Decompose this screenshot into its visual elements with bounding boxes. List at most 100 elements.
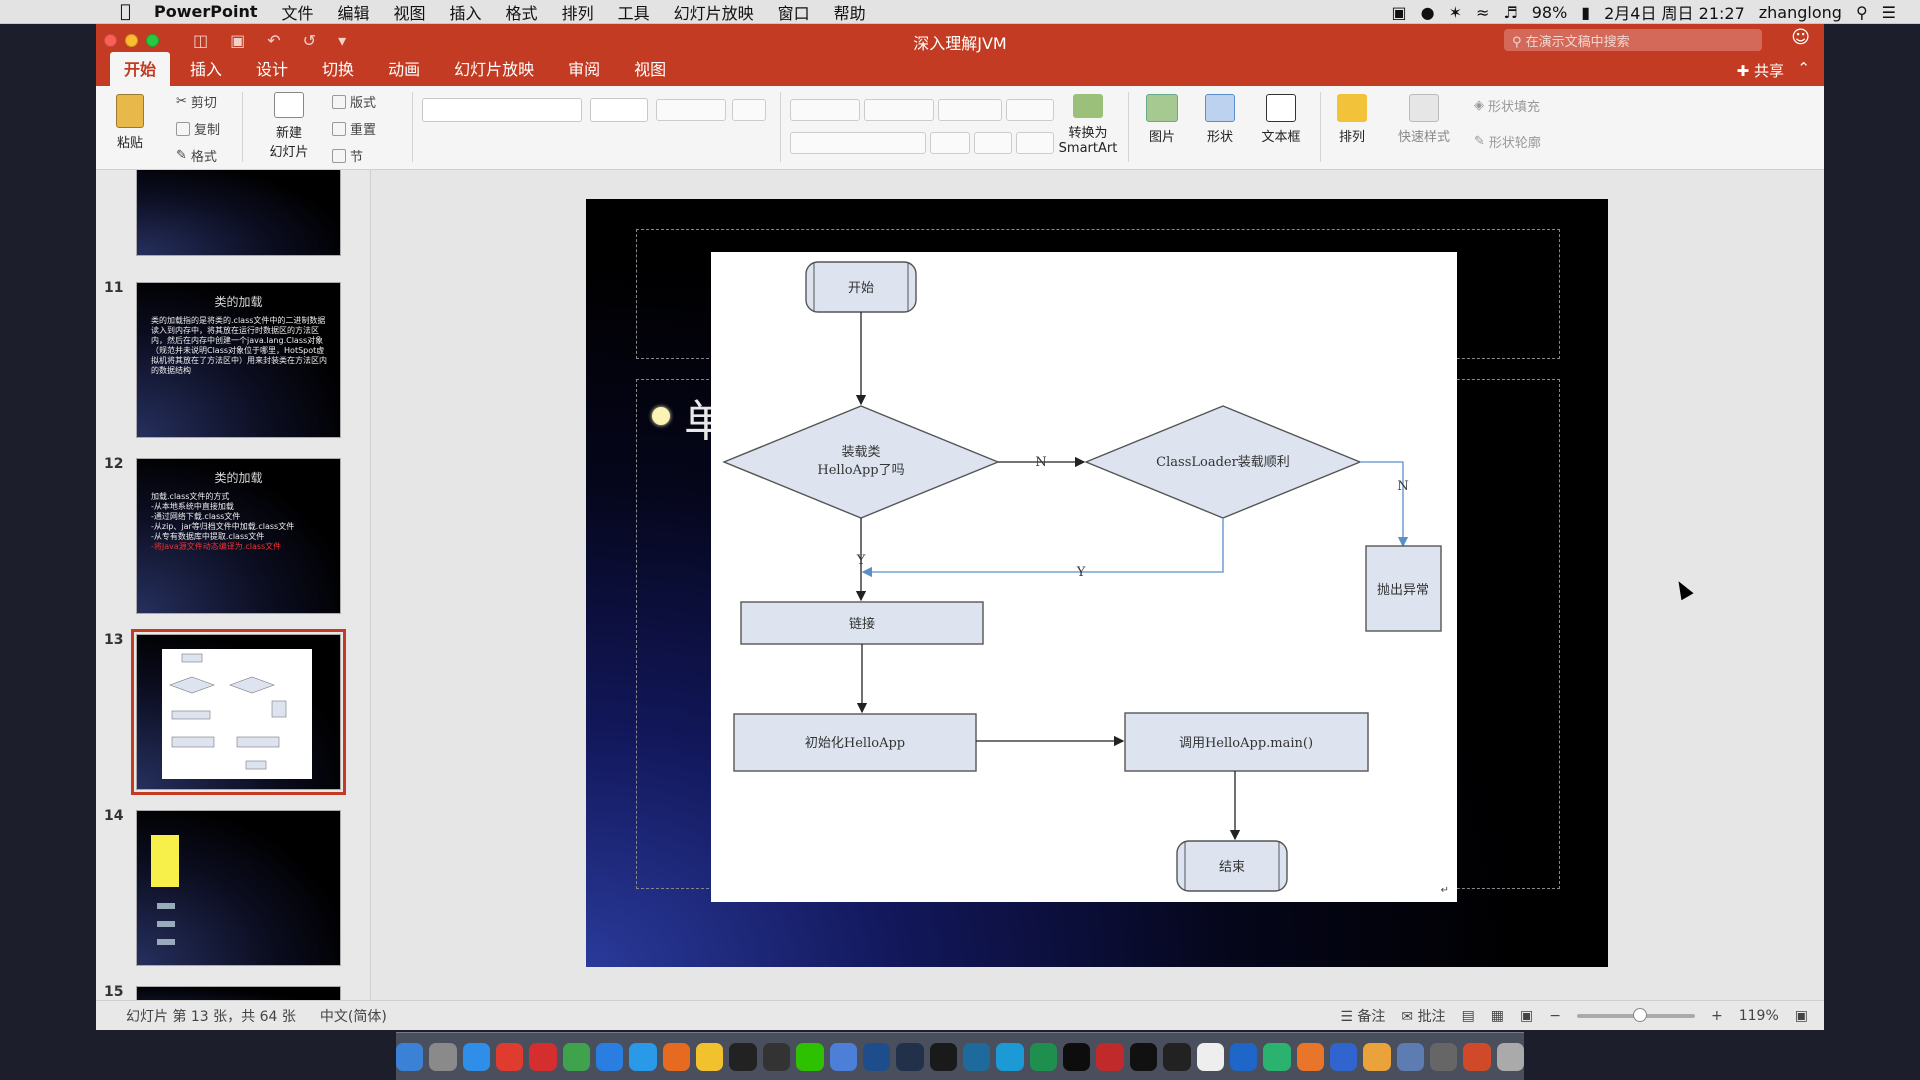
bullets-button[interactable] xyxy=(790,99,860,121)
slide-sorter-icon[interactable]: ▦ xyxy=(1490,1008,1505,1024)
menu-tools[interactable]: 工具 xyxy=(617,3,650,23)
launchpad-icon[interactable] xyxy=(429,1042,457,1071)
tab-animations[interactable]: 动画 xyxy=(388,60,421,79)
notification-center-icon[interactable]: ☰ xyxy=(1881,2,1896,22)
save-icon[interactable]: ▣ xyxy=(230,30,246,50)
user-name[interactable]: zhanglong xyxy=(1758,2,1842,22)
apple-icon[interactable]:  xyxy=(120,1,140,22)
youdao-icon[interactable] xyxy=(529,1042,557,1071)
finder-icon[interactable] xyxy=(395,1042,424,1071)
link-node[interactable]: 链接 xyxy=(740,601,984,645)
shape-fill-button[interactable]: ◈形状填充 xyxy=(1474,96,1540,115)
indent-group[interactable] xyxy=(938,99,1002,121)
decision-classloader-node[interactable]: ClassLoader装载顺利 xyxy=(1084,405,1362,519)
volume-icon[interactable]: ♬ xyxy=(1503,2,1518,22)
slide-thumbnail-15[interactable] xyxy=(136,986,341,1000)
normal-view-icon[interactable]: ▤ xyxy=(1461,1008,1475,1024)
numbering-button[interactable] xyxy=(864,99,934,121)
battery-icon[interactable]: ▮ xyxy=(1581,2,1591,22)
collapse-ribbon-icon[interactable]: ⌃ xyxy=(1797,59,1810,77)
invoke-main-node[interactable]: 调用HelloApp.main() xyxy=(1124,712,1369,772)
tab-design[interactable]: 设计 xyxy=(256,60,289,79)
zoom-slider-knob[interactable] xyxy=(1633,1008,1647,1022)
evernote-icon[interactable] xyxy=(562,1042,591,1071)
menu-edit[interactable]: 编辑 xyxy=(337,3,370,23)
menu-view[interactable]: 视图 xyxy=(393,3,426,23)
columns-button[interactable] xyxy=(930,132,970,154)
system-preferences-icon[interactable] xyxy=(1430,1042,1458,1071)
menu-help[interactable]: 帮助 xyxy=(833,3,866,23)
close-window-button[interactable] xyxy=(104,33,117,47)
qq-icon[interactable] xyxy=(729,1042,757,1071)
arrange-button[interactable]: 排列 xyxy=(1330,94,1374,145)
safari-icon[interactable] xyxy=(629,1042,657,1071)
decision-loaded-node[interactable]: 装载类 HelloApp了吗 xyxy=(722,405,1000,519)
wifi-icon[interactable]: ≈ xyxy=(1475,2,1490,22)
trash-icon[interactable] xyxy=(1496,1042,1525,1071)
spotlight-search-icon[interactable]: ⚲ xyxy=(1855,2,1868,22)
menu-format[interactable]: 格式 xyxy=(505,3,538,23)
status-app-icon[interactable]: ● xyxy=(1420,2,1435,22)
menu-slideshow[interactable]: 幻灯片放映 xyxy=(673,3,754,23)
end-node[interactable]: 结束 xyxy=(1176,840,1288,892)
picture-button[interactable]: 图片 xyxy=(1140,94,1184,145)
quick-styles-button[interactable]: 快速样式 xyxy=(1392,94,1456,145)
mail-icon[interactable] xyxy=(996,1042,1024,1071)
init-node[interactable]: 初始化HelloApp xyxy=(733,713,977,772)
terminal-icon[interactable] xyxy=(1129,1042,1158,1071)
menu-insert[interactable]: 插入 xyxy=(449,3,482,23)
copy-button[interactable]: 复制 xyxy=(176,119,220,138)
alignment-group[interactable] xyxy=(790,132,926,154)
zoom-out-button[interactable]: − xyxy=(1549,1008,1561,1024)
github-icon[interactable] xyxy=(762,1042,791,1071)
vscode-icon[interactable] xyxy=(1229,1042,1258,1071)
datagrip-icon[interactable] xyxy=(896,1042,924,1071)
slide-thumbnail-12[interactable]: 类的加载 加载.class文件的方式 -从本地系统中直接加载 -通过网络下载.c… xyxy=(136,458,341,614)
redo-icon[interactable]: ↺ xyxy=(302,30,317,50)
chrome-icon[interactable] xyxy=(696,1042,724,1071)
tab-insert[interactable]: 插入 xyxy=(190,60,223,79)
language-indicator[interactable]: 中文(简体) xyxy=(319,1008,387,1025)
xcode-icon[interactable] xyxy=(829,1042,857,1071)
slide-thumbnail-11[interactable]: 类的加载 类的加载指的是将类的.class文件中的二进制数据读入到内存中，将其放… xyxy=(136,282,341,438)
intellij-icon[interactable] xyxy=(929,1042,957,1071)
battery-percent[interactable]: 98% xyxy=(1531,2,1568,22)
preview-icon[interactable] xyxy=(1363,1042,1391,1071)
powerpoint-icon[interactable] xyxy=(1463,1042,1491,1071)
iterm-icon[interactable] xyxy=(1163,1042,1191,1071)
folder-icon[interactable] xyxy=(862,1042,891,1071)
rubymine-icon[interactable] xyxy=(1096,1042,1124,1071)
format-painter-button[interactable]: ✎格式 xyxy=(176,146,217,165)
new-slide-button[interactable]: 新建 幻灯片 xyxy=(266,92,312,160)
paste-button[interactable]: 粘贴 xyxy=(110,94,150,151)
undo-icon[interactable]: ↶ xyxy=(267,30,281,50)
sourcetree-icon[interactable] xyxy=(1263,1042,1291,1071)
menu-window[interactable]: 窗口 xyxy=(777,3,810,23)
font-size-dropdown[interactable] xyxy=(590,98,648,122)
tab-review[interactable]: 审阅 xyxy=(568,60,601,79)
shape-outline-button[interactable]: ✎形状轮廓 xyxy=(1474,132,1541,151)
text-direction-button[interactable] xyxy=(974,132,1012,154)
feedback-smiley-icon[interactable]: ☺ xyxy=(1791,27,1810,48)
fit-to-window-icon[interactable]: ▣ xyxy=(1794,1008,1808,1024)
appcode-icon[interactable] xyxy=(1063,1042,1091,1071)
align-text-button[interactable] xyxy=(1016,132,1054,154)
notes-button[interactable]: ☰ 备注 xyxy=(1340,1009,1386,1025)
tab-slideshow[interactable]: 幻灯片放映 xyxy=(454,60,535,79)
app-icon[interactable] xyxy=(1396,1042,1425,1071)
zoom-window-button[interactable] xyxy=(146,33,159,47)
clear-formatting-button[interactable] xyxy=(732,99,766,121)
reset-button[interactable]: 重置 xyxy=(332,119,376,138)
sidebar-toggle-icon[interactable]: ◫ xyxy=(193,30,209,50)
zoom-level[interactable]: 119% xyxy=(1738,1008,1779,1024)
tab-transitions[interactable]: 切换 xyxy=(322,60,355,79)
section-button[interactable]: 节 xyxy=(332,146,363,165)
wechat-icon[interactable] xyxy=(796,1042,824,1071)
datetime[interactable]: 2月4日 周日 21:27 xyxy=(1604,4,1745,23)
exception-node[interactable]: 抛出异常 xyxy=(1365,545,1442,632)
textbox-button[interactable]: 文本框 xyxy=(1256,94,1306,145)
document-search-input[interactable]: ⚲ 在演示文稿中搜索 xyxy=(1504,29,1762,51)
customize-toolbar-icon[interactable]: ▾ xyxy=(338,30,347,50)
menu-app-name[interactable]: PowerPoint xyxy=(154,2,258,21)
firefox-icon[interactable] xyxy=(662,1042,691,1071)
